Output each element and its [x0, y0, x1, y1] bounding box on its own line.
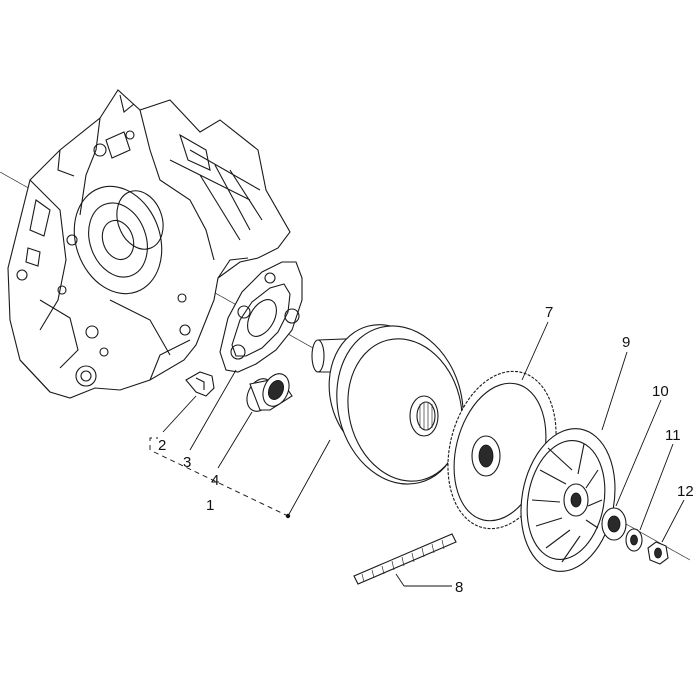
callout-4: 4: [211, 472, 219, 489]
part-12-nut: [647, 541, 669, 565]
part-11-washer: [625, 528, 643, 552]
callout-7: 7: [545, 304, 553, 321]
callout-labels: 1 2 3 4 7 8 9 10 11 12: [158, 304, 694, 596]
callout-12: 12: [677, 483, 694, 500]
part-3-drive-plate: [219, 261, 303, 373]
callout-1: 1: [206, 497, 214, 514]
callout-10: 10: [652, 383, 669, 400]
callout-11: 11: [665, 427, 681, 444]
part-1-driven-pulley: [311, 324, 464, 485]
part-2-clip: [185, 371, 215, 397]
part-10-bearing: [601, 507, 627, 541]
crankcase-housing: [7, 89, 291, 399]
callout-9: 9: [622, 334, 630, 351]
part-8-belt: [353, 533, 457, 585]
part-9-variator-fan: [520, 428, 616, 572]
leader-lines: [149, 321, 685, 587]
callout-2: 2: [158, 437, 166, 454]
callout-3: 3: [183, 454, 191, 471]
part-4-bushing: [246, 373, 293, 412]
callout-8: 8: [455, 579, 463, 596]
